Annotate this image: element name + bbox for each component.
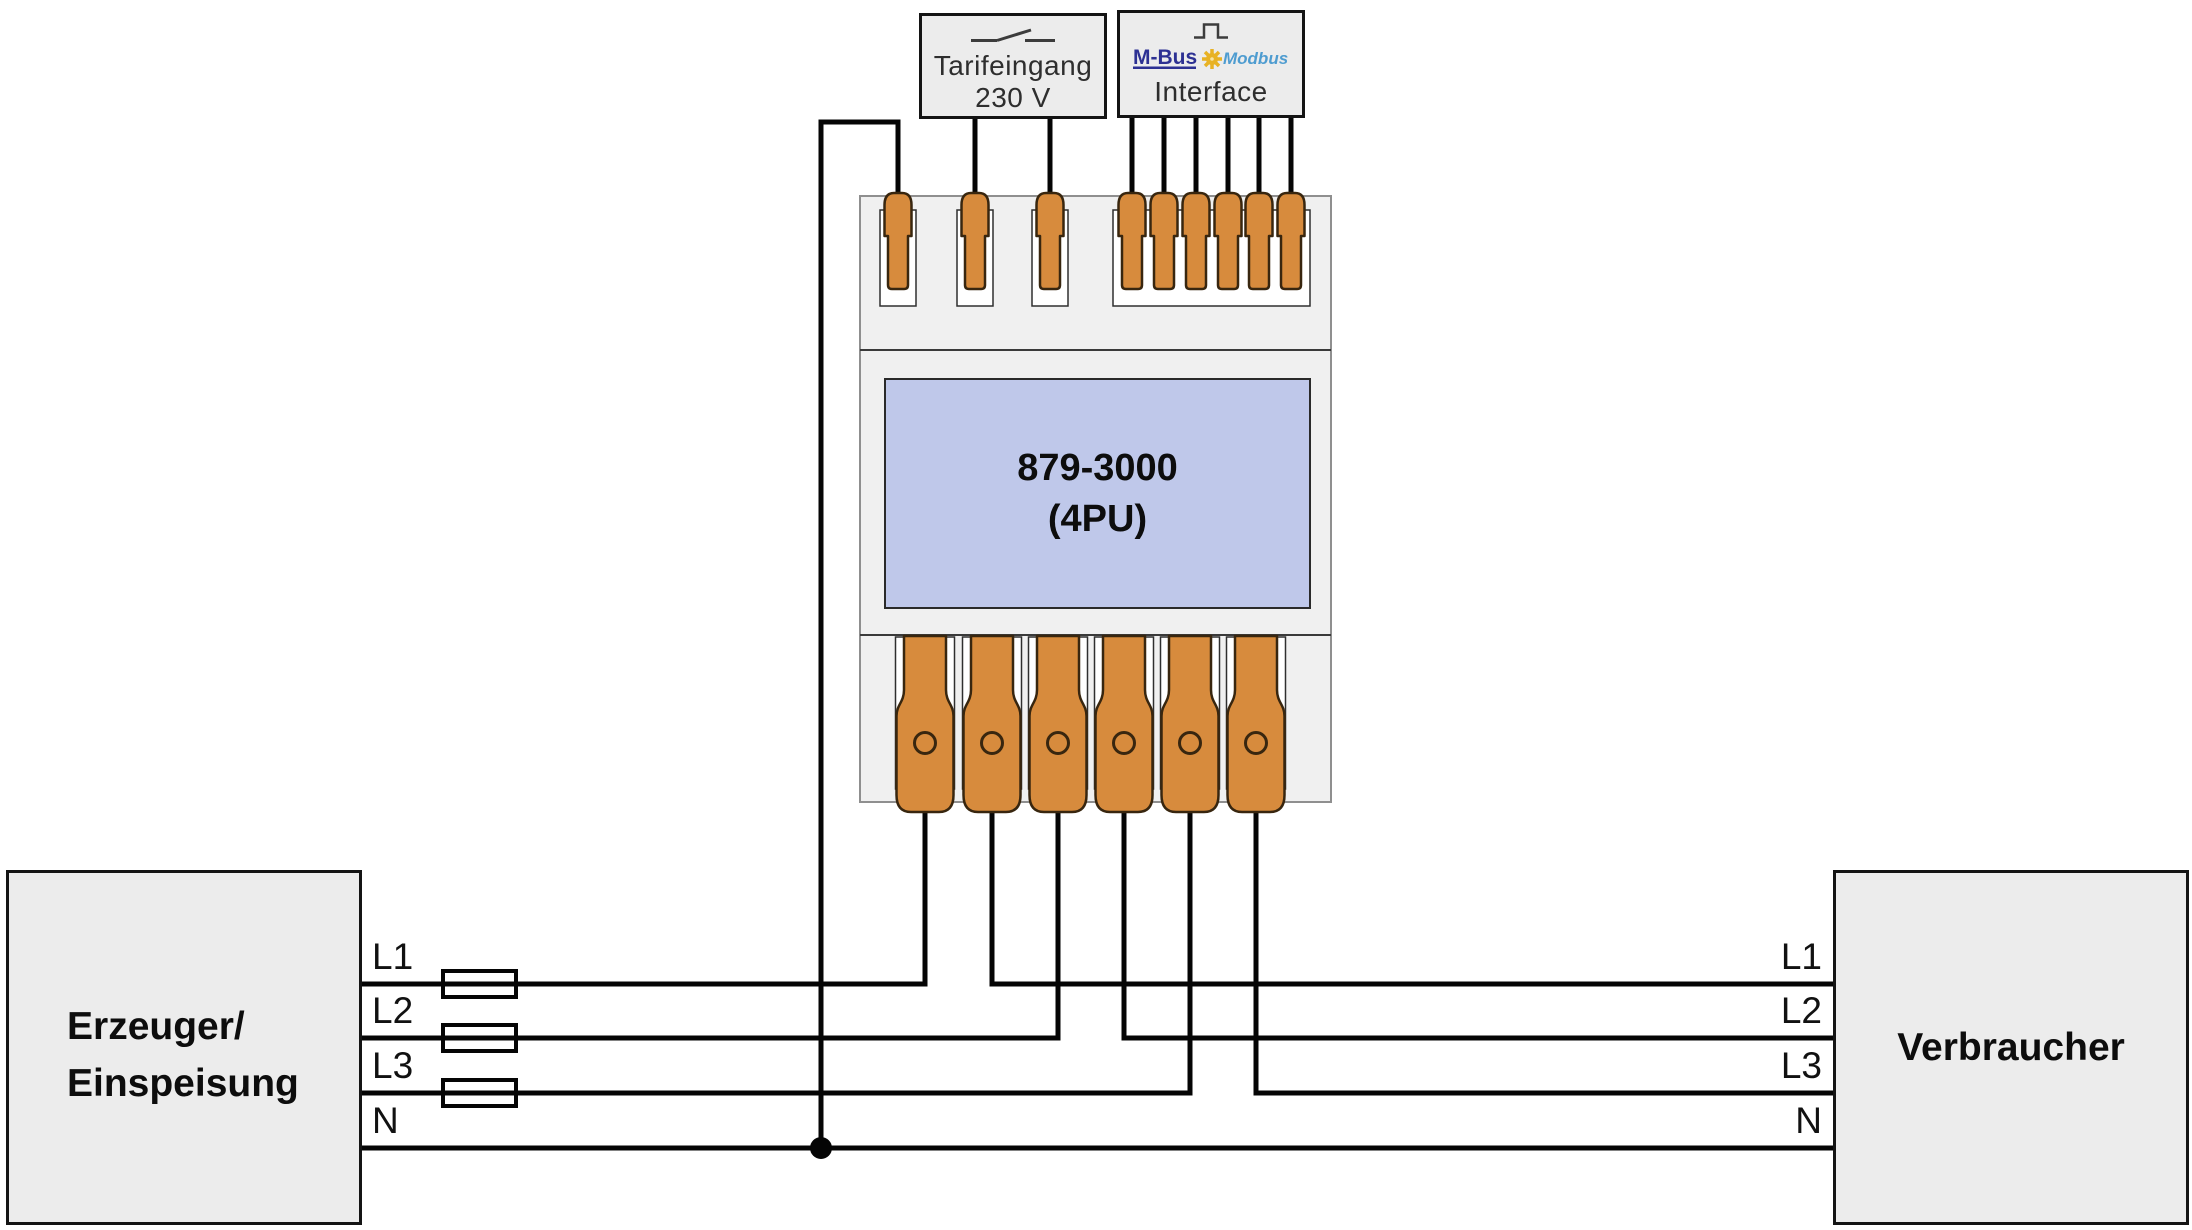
bottom-terminal-l3-in xyxy=(1160,634,1220,814)
fuse-l2 xyxy=(441,1023,518,1053)
mbus-logo: M-Bus xyxy=(1132,46,1200,77)
left-label-n: N xyxy=(372,1100,399,1141)
l3-wire xyxy=(361,806,1833,1096)
pulse-icon xyxy=(1194,22,1228,45)
bottom-terminal-l2-out xyxy=(1094,634,1154,814)
top-terminal-interface-1 xyxy=(1117,191,1147,291)
right-label-l3: L3 xyxy=(1780,1045,1822,1086)
mbus-logo-text: M-Bus xyxy=(1133,46,1197,69)
fuses xyxy=(441,969,518,1108)
modbus-gear-icon xyxy=(1202,48,1222,69)
tariff-label-line1: Tarifeingang xyxy=(933,50,1093,81)
load-label: Verbraucher xyxy=(1897,1026,2125,1069)
switch-icon xyxy=(971,27,1055,45)
bottom-terminal-l3-out xyxy=(1226,634,1286,814)
top-terminal-tariff-1 xyxy=(960,191,990,291)
tariff-input-box: Tarifeingang 230 V xyxy=(919,13,1107,119)
top-terminal-interface-3 xyxy=(1181,191,1211,291)
neutral-supply-hook-wire xyxy=(818,119,901,1148)
modbus-logo-text: Modbus xyxy=(1223,49,1288,68)
top-terminal-interface-2 xyxy=(1149,191,1179,291)
interface-wires xyxy=(1129,118,1294,216)
interface-box: M-Bus Modbus Interface xyxy=(1117,10,1305,118)
fuse-l3 xyxy=(441,1078,518,1108)
bus-logos: M-Bus Modbus xyxy=(1132,46,1290,77)
bottom-terminal-l1-in xyxy=(895,634,955,814)
tariff-label-line2: 230 V xyxy=(975,82,1051,113)
source-box: Erzeuger/ Einspeisung xyxy=(6,870,362,1225)
meter-label-panel: 879-3000 (4PU) xyxy=(884,378,1311,609)
l1-wire xyxy=(361,806,1833,987)
interface-label: Interface xyxy=(1154,76,1268,107)
modbus-logo: Modbus xyxy=(1202,46,1290,77)
meter-variant: (4PU) xyxy=(1047,497,1148,540)
right-label-l2: L2 xyxy=(1780,990,1822,1031)
source-label-line1: Erzeuger/ xyxy=(67,1004,245,1048)
load-box: Verbraucher xyxy=(1833,870,2189,1225)
fuse-l1 xyxy=(441,969,518,999)
source-label-line2: Einspeisung xyxy=(67,1061,299,1105)
right-label-l1: L1 xyxy=(1780,936,1822,977)
right-label-n: N xyxy=(1795,1100,1822,1141)
meter-model: 879-3000 xyxy=(1017,446,1178,489)
top-terminal-interface-6 xyxy=(1276,191,1306,291)
left-label-l1: L1 xyxy=(372,936,414,977)
l2-wire xyxy=(361,806,1833,1041)
top-terminal-interface-4 xyxy=(1213,191,1243,291)
top-terminal-n xyxy=(883,191,913,291)
bottom-terminal-l2-in xyxy=(1028,634,1088,814)
top-terminal-tariff-2 xyxy=(1035,191,1065,291)
bottom-terminal-l1-out xyxy=(962,634,1022,814)
wires xyxy=(361,118,1833,1151)
top-terminal-interface-5 xyxy=(1244,191,1274,291)
neutral-junction-dot xyxy=(810,1137,832,1159)
left-label-l2: L2 xyxy=(372,990,414,1031)
left-label-l3: L3 xyxy=(372,1045,414,1086)
